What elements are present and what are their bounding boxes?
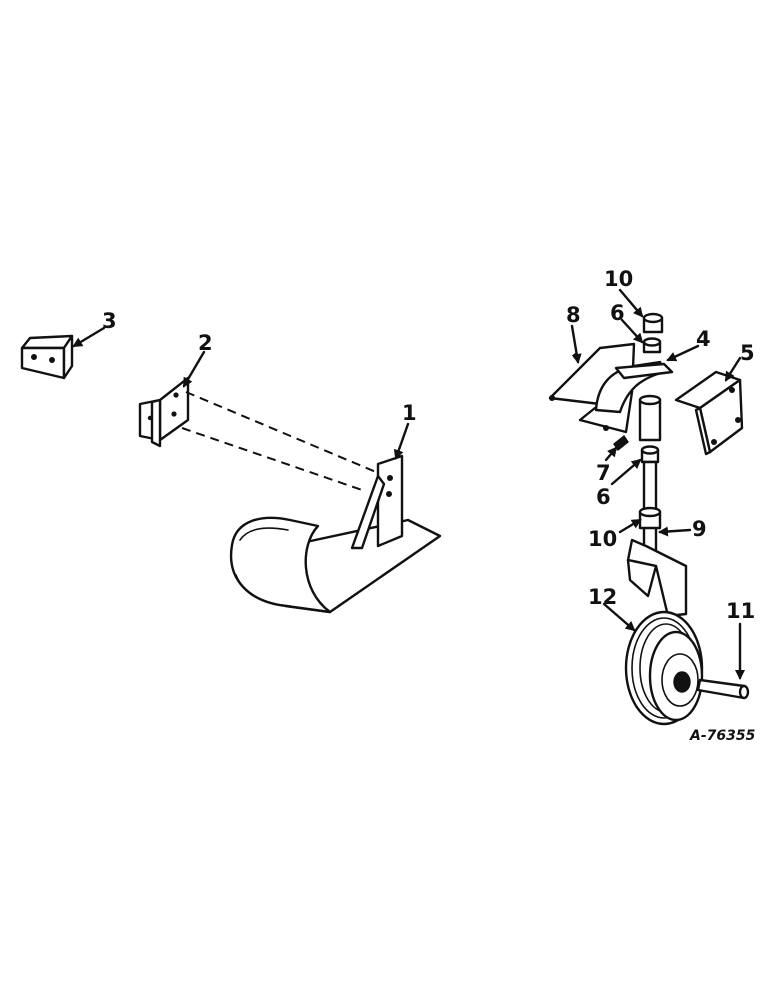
part-2-mounting-bracket [138,376,190,448]
callout-11: 11 [726,599,755,623]
callout-9: 9 [692,517,707,541]
callout-12: 12 [588,585,617,609]
part-5-right-bracket [674,370,744,456]
callout-1: 1 [402,401,417,425]
leader-lines [72,288,745,680]
part-9-caster-spindle [626,460,688,618]
alignment-line-upper [185,391,377,473]
part-6-lower-washer [640,445,660,464]
callout-labels: 1 2 3 4 5 6 6 7 8 9 10 10 11 12 [102,267,755,623]
part-12-wheel [624,610,704,726]
alignment-line-lower [181,427,363,491]
callout-4: 4 [696,327,711,351]
callout-6-lower: 6 [596,485,611,509]
part-6-upper-washer [642,337,662,354]
part-10-lower-collar [638,506,662,530]
drawing-reference-number: A-76355 [689,728,756,744]
part-1-sweep-assembly [229,454,442,614]
callout-8: 8 [566,303,581,327]
part-3-clip-bracket [20,334,74,380]
part-10-upper-cap [642,312,664,334]
callout-10-lower: 10 [588,527,617,551]
part-pivot-tube [638,394,662,442]
callout-5: 5 [740,341,755,365]
part-11-axle [696,678,750,700]
callout-3: 3 [102,309,117,333]
callout-2: 2 [198,331,213,355]
part-4-curved-arm [594,360,674,414]
callout-7: 7 [596,461,611,485]
callout-6-upper: 6 [610,301,625,325]
callout-10-upper: 10 [604,267,633,291]
